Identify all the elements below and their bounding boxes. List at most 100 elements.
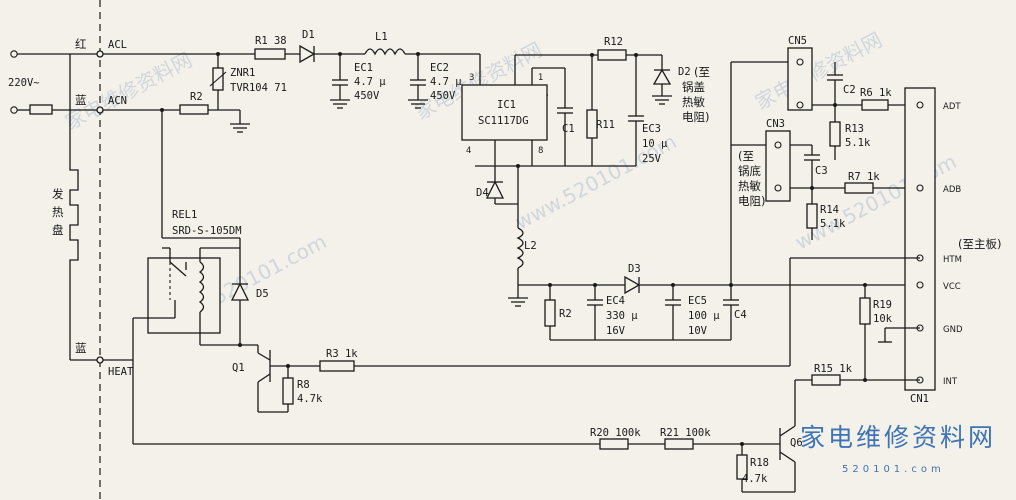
resistor-r19 (859, 297, 871, 325)
resistor-r6 (861, 99, 889, 111)
ec1-label: EC1 (354, 62, 373, 74)
wire-color-red: 红 (75, 37, 87, 51)
r8-label: R8 (297, 379, 310, 391)
brand-watermark: 家电维修资料网 (800, 423, 996, 452)
connector-cn3 (765, 130, 791, 202)
znr1-label: ZNR1 (230, 67, 255, 79)
d2-note-line4: 电阻) (682, 110, 710, 124)
cn1-note: (至主板) (958, 237, 1001, 251)
net-label-acn: ACN (108, 95, 127, 107)
d3-label: D3 (628, 263, 641, 275)
r1-label: R1 38 (255, 35, 287, 47)
cn1-pin-adt: ADT (943, 102, 961, 112)
d2-note-line2: 锅盖 (682, 80, 705, 94)
ic1-part: SC1117DG (478, 115, 529, 127)
ec2-label: EC2 (430, 62, 449, 74)
r6-label: R6 1k (860, 87, 892, 99)
d1-label: D1 (302, 29, 315, 41)
cn1-pin-adb: ADB (943, 185, 961, 195)
relay-label: REL1 (172, 209, 197, 221)
ec1-voltage: 450V (354, 90, 380, 102)
ec4-voltage: 16V (606, 325, 626, 337)
r13-value: 5.1k (845, 137, 871, 149)
heater-char-3: 盘 (52, 223, 64, 237)
relay-part: SRD-S-105DM (172, 225, 242, 237)
r8-value: 4.7k (297, 393, 323, 405)
ec5-value: 100 µ (688, 310, 720, 322)
r2-acn-label: R2 (190, 91, 203, 103)
supply-voltage-label: 220V~ (8, 77, 40, 89)
ec5-label: EC5 (688, 295, 707, 307)
resistor-r14 (806, 203, 818, 229)
heater-coil (69, 54, 79, 360)
cn3-label: CN3 (766, 118, 785, 130)
resistor-r21 (664, 438, 694, 450)
resistor-r12 (597, 49, 627, 61)
resistor-r15 (811, 374, 841, 386)
cn3-note-line3: 热敏 (738, 179, 761, 193)
r15-label: R15 1k (814, 363, 853, 375)
l2-label: L2 (524, 240, 537, 252)
ground-symbol (230, 123, 250, 133)
c2-label: C2 (843, 84, 856, 96)
ic1-pin1: 1 (538, 73, 543, 83)
ec3-voltage: 25V (642, 153, 662, 165)
r11-label: R11 (596, 119, 615, 131)
heater-char-2: 热 (52, 205, 64, 219)
ec4-value: 330 µ (606, 310, 638, 322)
r14-value: 5.1k (820, 218, 846, 230)
ic1-sc1117dg (461, 84, 548, 141)
d4-label: D4 (476, 187, 489, 199)
resistor-r13 (829, 121, 841, 147)
heater-char-1: 发 (52, 187, 64, 201)
q1-label: Q1 (232, 362, 245, 374)
r14-label: R14 (820, 204, 839, 216)
d5-label: D5 (256, 288, 269, 300)
r18-label: R18 (750, 457, 769, 469)
relay-coil (198, 261, 205, 313)
ic1-pin8: 8 (538, 146, 543, 156)
r18-value: 4.7k (742, 473, 768, 485)
resistor-r8 (282, 377, 294, 405)
transistor-q1 (257, 352, 271, 361)
cn5-label: CN5 (788, 35, 807, 47)
relay-contact (169, 261, 187, 277)
resistor-r2-acn (179, 104, 209, 115)
diode-d4 (485, 180, 505, 199)
resistor-r3 (319, 360, 355, 372)
ec2-voltage: 450V (430, 90, 456, 102)
ic1-label: IC1 (497, 99, 516, 111)
resistor-r1 (254, 48, 286, 60)
cn1-label: CN1 (910, 393, 929, 405)
inductor-l2 (516, 227, 524, 269)
ec5-voltage: 10V (688, 325, 708, 337)
diode-d3 (624, 275, 641, 295)
cn1-pin-int: INT (943, 377, 958, 387)
l1-label: L1 (375, 31, 388, 43)
ec3-label: EC3 (642, 123, 661, 135)
diode-d1 (299, 44, 316, 64)
cn3-note-line4: 电阻) (738, 194, 766, 208)
connector-cn1 (904, 87, 936, 391)
r7-label: R7 1k (848, 171, 880, 183)
ac-terminal-1 (10, 50, 18, 58)
ec1-value: 4.7 µ (354, 76, 386, 88)
znr1-part: TVR104 71 (230, 82, 287, 94)
cn3-note-line2: 锅底 (738, 164, 761, 178)
r20-label: R20 100k (590, 427, 641, 439)
resistor-r2-lv (544, 299, 556, 327)
r13-label: R13 (845, 123, 864, 135)
c4-label: C4 (734, 309, 747, 321)
svg-text:家电维修资料网: 家电维修资料网 (61, 47, 196, 134)
resistor-r7 (844, 182, 874, 194)
ec3-value: 10 µ (642, 138, 668, 150)
r21-label: R21 100k (660, 427, 711, 439)
wire-color-blue-top: 蓝 (75, 93, 87, 107)
ic1-pin3: 3 (469, 73, 474, 83)
r3-label: R3 1k (326, 348, 358, 360)
q6-label: Q6 (790, 437, 803, 449)
resistor-r20 (599, 438, 629, 450)
net-label-heat: HEAT (108, 366, 134, 378)
